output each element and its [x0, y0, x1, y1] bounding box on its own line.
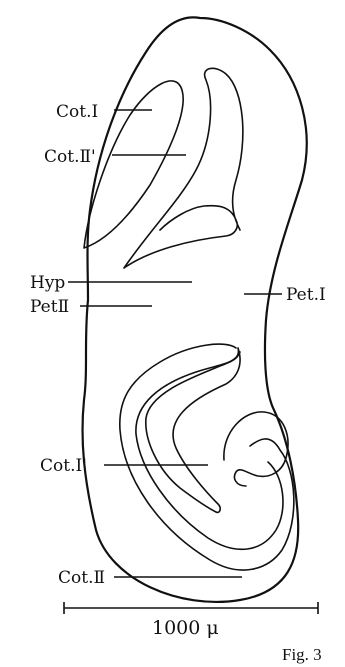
- lower-mid-loop: [136, 352, 283, 549]
- label-cot-ii-prime: Cot.Ⅱ': [44, 147, 96, 167]
- scale-bar-label: 1000 μ: [152, 617, 219, 639]
- lower-outer-loop: [120, 344, 294, 570]
- outer-outline: [83, 17, 307, 602]
- label-hyp: Hyp: [30, 273, 65, 293]
- scale-bar: 1000 μ: [64, 602, 318, 639]
- label-pet-ii: PetⅡ: [30, 297, 69, 317]
- label-cot-ii: Cot.Ⅱ: [58, 568, 105, 588]
- label-pet-i: Pet.Ⅰ: [286, 285, 326, 305]
- figure-label: Fig. 3: [282, 645, 322, 664]
- label-cot-i: Cot.Ⅰ: [56, 102, 98, 122]
- label-cot-i-prime: Cot.Ⅰ': [40, 456, 87, 476]
